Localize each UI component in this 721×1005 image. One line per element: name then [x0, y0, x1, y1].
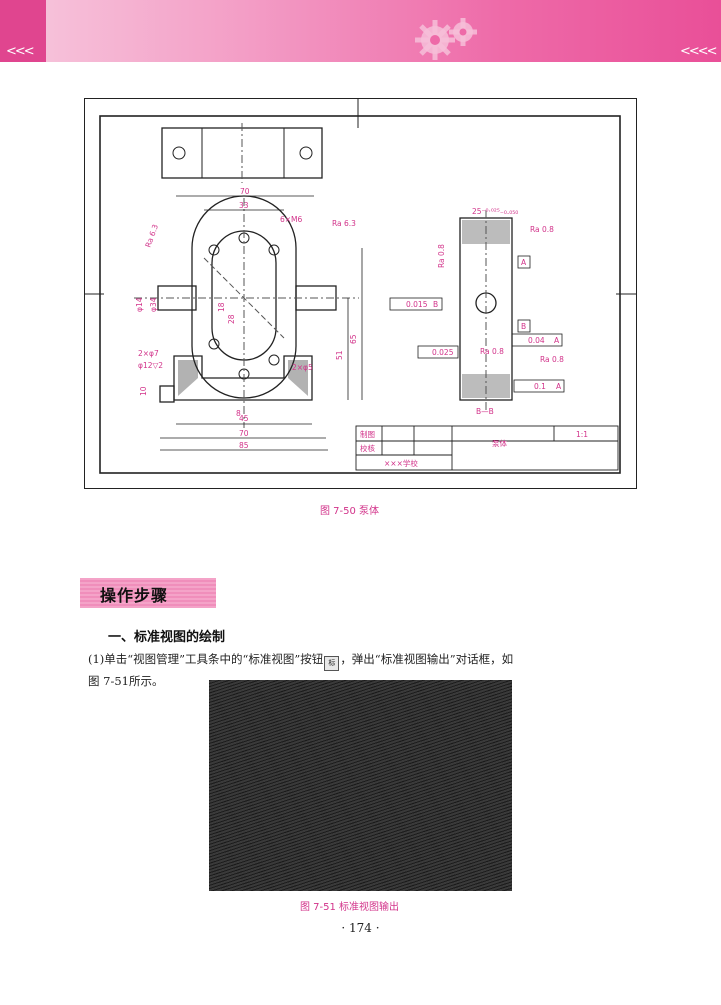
dim-dia34: φ34 [149, 297, 158, 312]
dim-pin5: 2×φ5 [292, 363, 313, 372]
section-heading: 一、标准视图的绘制 [108, 630, 226, 645]
instruction-text-after: ，弹出“标准视图输出”对话框，如 [340, 652, 514, 666]
header-banner [0, 0, 721, 62]
dim-cbore: φ12▽2 [138, 361, 163, 370]
dim-18: 18 [217, 302, 226, 312]
dim-10: 10 [139, 386, 148, 396]
section-roughness-1: Ra 0.8 [530, 225, 554, 234]
title-block-checked: 校核 [360, 443, 375, 453]
dim-33: 33 [239, 201, 249, 210]
section-roughness-3: Ra 0.8 [480, 347, 504, 356]
dim-70-bottom: 70 [239, 429, 249, 438]
standard-view-output-dialog-screenshot [209, 680, 512, 891]
tolerance-4: 0.1 [534, 382, 546, 391]
section-label: B—B [476, 407, 494, 416]
datum-b: B [521, 322, 526, 331]
step-title: 操作步骤 [100, 586, 169, 605]
dim-65: 65 [349, 334, 358, 344]
page-number: · 174 · [341, 921, 380, 935]
section-roughness-4: Ra 0.8 [540, 355, 564, 364]
figure-caption-7-51: 图 7-51 标准视图输出 [300, 902, 400, 913]
instruction-paragraph-line2: 图 7-51所示。 [88, 674, 164, 688]
roughness-left: Ra 6.3 [143, 223, 160, 249]
dim-45: 45 [239, 414, 249, 423]
tolerance-1-ref: B [433, 300, 438, 309]
instruction-paragraph: (1)单击“视图管理”工具条中的“标准视图”按钮标，弹出“标准视图输出”对话框，… [88, 648, 634, 671]
dim-70-top: 70 [240, 187, 250, 196]
dim-pin: 2×φ7 [138, 349, 159, 358]
title-block-drawn: 制图 [360, 429, 375, 439]
dim-85: 85 [239, 441, 249, 450]
tolerance-3-ref: A [554, 336, 560, 345]
standard-view-button-icon: 标 [324, 656, 340, 671]
title-block-name: 泵体 [492, 438, 507, 448]
section-roughness-2: Ra 0.8 [437, 244, 446, 268]
dim-holes: 6×M6 [280, 215, 303, 224]
tolerance-2: 0.025 [432, 348, 454, 357]
right-chevrons: <<<< [680, 44, 718, 59]
dim-dia14: φ14 [135, 297, 144, 312]
section-dim: 25⁻⁰·⁰²⁵₋₀.₀₅₀ [472, 207, 518, 216]
figure-caption-7-50: 图 7-50 泵体 [320, 506, 380, 517]
tolerance-1: 0.015 [406, 300, 428, 309]
gear-icon [415, 18, 477, 60]
pump-body-drawing: 70 33 6×M6 Ra 6.3 Ra 6.3 φ14 φ34 18 28 6… [84, 98, 637, 489]
dim-51: 51 [335, 350, 344, 360]
tolerance-4-ref: A [556, 382, 562, 391]
left-chevrons: <<< [6, 44, 35, 59]
step-title-band [80, 578, 216, 608]
title-block-school: ×××学校 [384, 458, 418, 468]
dim-28: 28 [227, 314, 236, 324]
datum-a: A [521, 258, 527, 267]
roughness-right: Ra 6.3 [332, 219, 356, 228]
dim-8: 8 [236, 409, 241, 418]
instruction-text-before: (1)单击“视图管理”工具条中的“标准视图”按钮 [88, 652, 324, 666]
tolerance-3: 0.04 [528, 336, 545, 345]
title-block-scale: 1:1 [576, 430, 588, 439]
header-accent-strip [0, 0, 46, 62]
